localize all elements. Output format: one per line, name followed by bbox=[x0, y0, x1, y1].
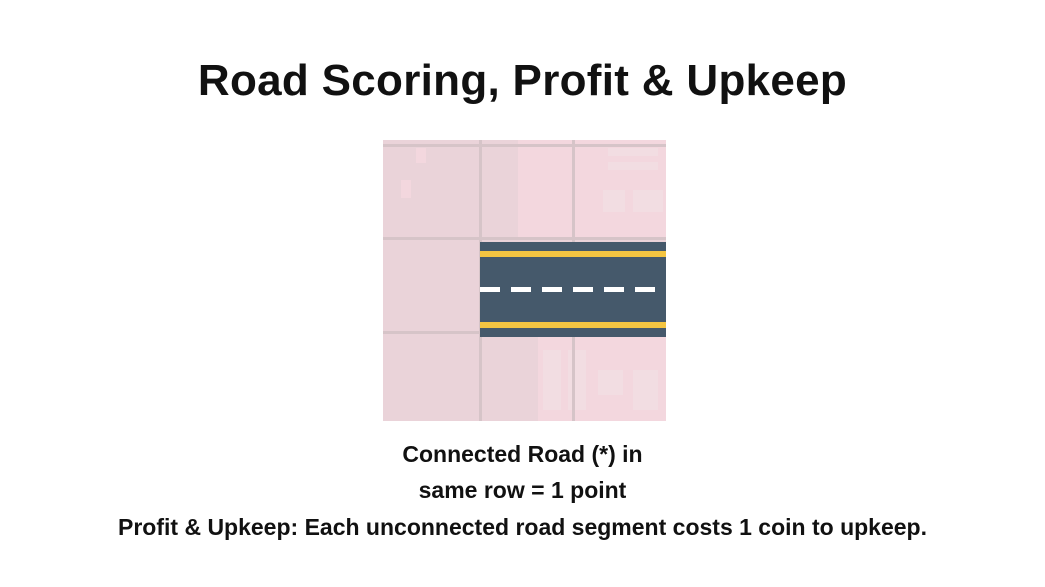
tile-window bbox=[568, 350, 586, 410]
tile-window bbox=[543, 350, 561, 410]
tile-window bbox=[598, 370, 623, 395]
caption-line-3: Profit & Upkeep: Each unconnected road s… bbox=[118, 514, 927, 540]
tile-grid-line bbox=[383, 237, 666, 240]
road-tile-icon bbox=[383, 140, 666, 421]
tile-window bbox=[633, 190, 663, 212]
tile-grid-line bbox=[383, 144, 666, 147]
page-title: Road Scoring, Profit & Upkeep bbox=[197, 56, 848, 105]
tile-marker bbox=[416, 148, 426, 163]
tile-window bbox=[608, 148, 658, 156]
tile-window bbox=[603, 190, 625, 212]
tile-window bbox=[633, 370, 658, 410]
road-segment bbox=[480, 242, 666, 337]
caption-line-2: same row = 1 point bbox=[418, 477, 627, 503]
road-center-dashes bbox=[480, 287, 666, 292]
road-edge-line bbox=[480, 322, 666, 328]
tile-marker bbox=[401, 180, 411, 198]
caption-line-1: Connected Road (*) in bbox=[402, 441, 643, 467]
road-edge-line bbox=[480, 251, 666, 257]
tile-window bbox=[608, 162, 658, 170]
